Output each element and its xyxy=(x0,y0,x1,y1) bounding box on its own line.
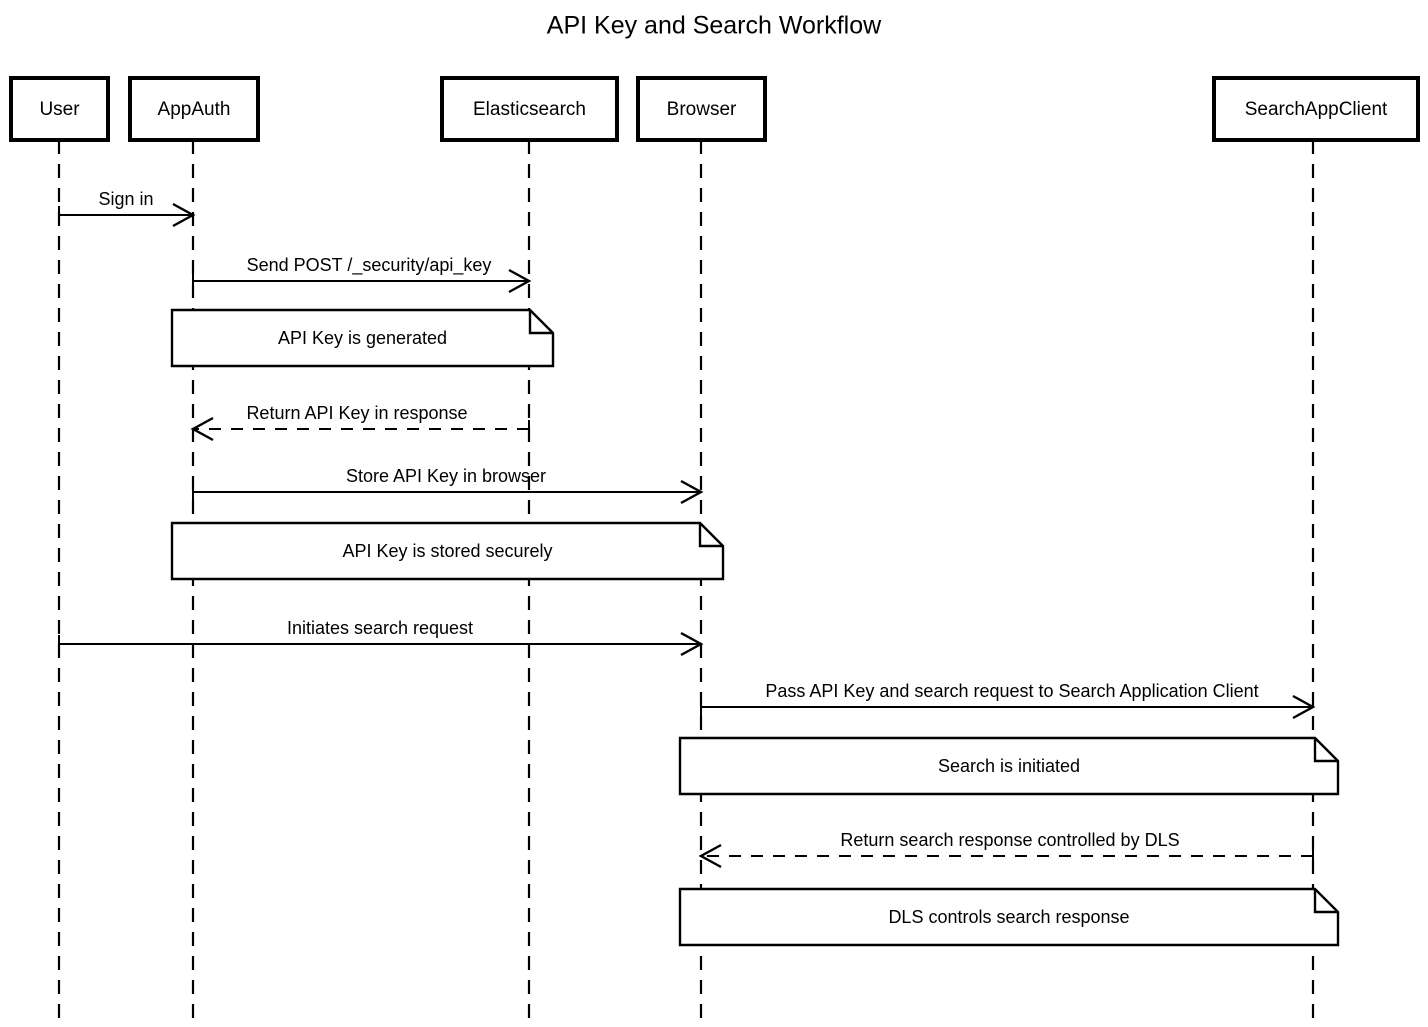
participant-box-user xyxy=(9,76,110,142)
participant-label-user: User xyxy=(39,99,80,120)
participant-box-browser xyxy=(636,76,767,142)
msg-sign-in-label: Sign in xyxy=(98,189,153,209)
note-api-key-stored-fold-icon xyxy=(698,523,723,548)
participant-appauth[interactable]: AppAuth xyxy=(128,76,260,142)
msg-return-search-response[interactable]: Return search response controlled by DLS xyxy=(698,830,1314,869)
participant-box-appauth xyxy=(128,76,260,142)
participant-elastic[interactable]: Elasticsearch xyxy=(440,76,619,142)
msg-store-api-key[interactable]: Store API Key in browser xyxy=(192,466,704,505)
msg-pass-api-key-label: Pass API Key and search request to Searc… xyxy=(765,681,1258,701)
page-title: API Key and Search Workflow xyxy=(547,12,882,40)
msg-return-search-response-arrowhead xyxy=(698,843,722,869)
msg-pass-api-key[interactable]: Pass API Key and search request to Searc… xyxy=(700,681,1316,720)
participant-box-client xyxy=(1212,76,1420,142)
participant-label-appauth: AppAuth xyxy=(158,99,231,120)
note-api-key-generated-fold-icon xyxy=(528,310,553,335)
participant-label-browser: Browser xyxy=(667,99,737,120)
participant-box-elastic xyxy=(440,76,619,142)
msg-store-api-key-arrowhead xyxy=(680,479,704,505)
note-api-key-stored-label: API Key is stored securely xyxy=(342,541,552,561)
note-dls-controls-fold-icon xyxy=(1313,889,1338,914)
msg-sign-in[interactable]: Sign in xyxy=(58,189,196,228)
msg-store-api-key-label: Store API Key in browser xyxy=(346,466,546,486)
msg-return-api-key-label: Return API Key in response xyxy=(246,403,467,423)
msg-return-search-response-label: Return search response controlled by DLS xyxy=(840,830,1179,850)
msg-initiates-search-label: Initiates search request xyxy=(287,618,473,638)
msg-send-post-arrowhead xyxy=(508,268,532,294)
note-search-initiated[interactable]: Search is initiated xyxy=(678,736,1340,796)
note-search-initiated-fold-icon xyxy=(1313,738,1338,763)
msg-sign-in-arrowhead xyxy=(172,202,196,228)
note-api-key-generated[interactable]: API Key is generated xyxy=(170,308,555,368)
msg-send-post-label: Send POST /_security/api_key xyxy=(247,255,492,276)
note-api-key-stored-box xyxy=(170,521,725,581)
note-search-initiated-label: Search is initiated xyxy=(938,756,1080,776)
msg-return-api-key-arrowhead xyxy=(190,416,214,442)
participant-user[interactable]: User xyxy=(9,76,110,142)
note-api-key-generated-label: API Key is generated xyxy=(278,328,447,348)
note-api-key-stored[interactable]: API Key is stored securely xyxy=(170,521,725,581)
note-dls-controls[interactable]: DLS controls search response xyxy=(678,887,1340,947)
msg-return-api-key[interactable]: Return API Key in response xyxy=(190,403,530,442)
msg-send-post[interactable]: Send POST /_security/api_key xyxy=(192,255,532,294)
note-dls-controls-label: DLS controls search response xyxy=(888,907,1129,927)
participant-client[interactable]: SearchAppClient xyxy=(1212,76,1420,142)
msg-pass-api-key-arrowhead xyxy=(1292,694,1316,720)
participants-group: User AppAuth Elasticsearch Browser SearchApp… xyxy=(9,76,1420,142)
note-api-key-generated-box xyxy=(170,308,555,368)
msg-initiates-search-arrowhead xyxy=(680,631,704,657)
messages-group: Sign in Send POST /_security/api_keyRetur… xyxy=(58,189,1316,869)
participant-browser[interactable]: Browser xyxy=(636,76,767,142)
participant-label-client: SearchAppClient xyxy=(1245,99,1388,120)
participant-label-elastic: Elasticsearch xyxy=(473,99,586,120)
note-search-initiated-box xyxy=(678,736,1340,796)
msg-initiates-search[interactable]: Initiates search request xyxy=(58,618,704,657)
note-dls-controls-box xyxy=(678,887,1340,947)
